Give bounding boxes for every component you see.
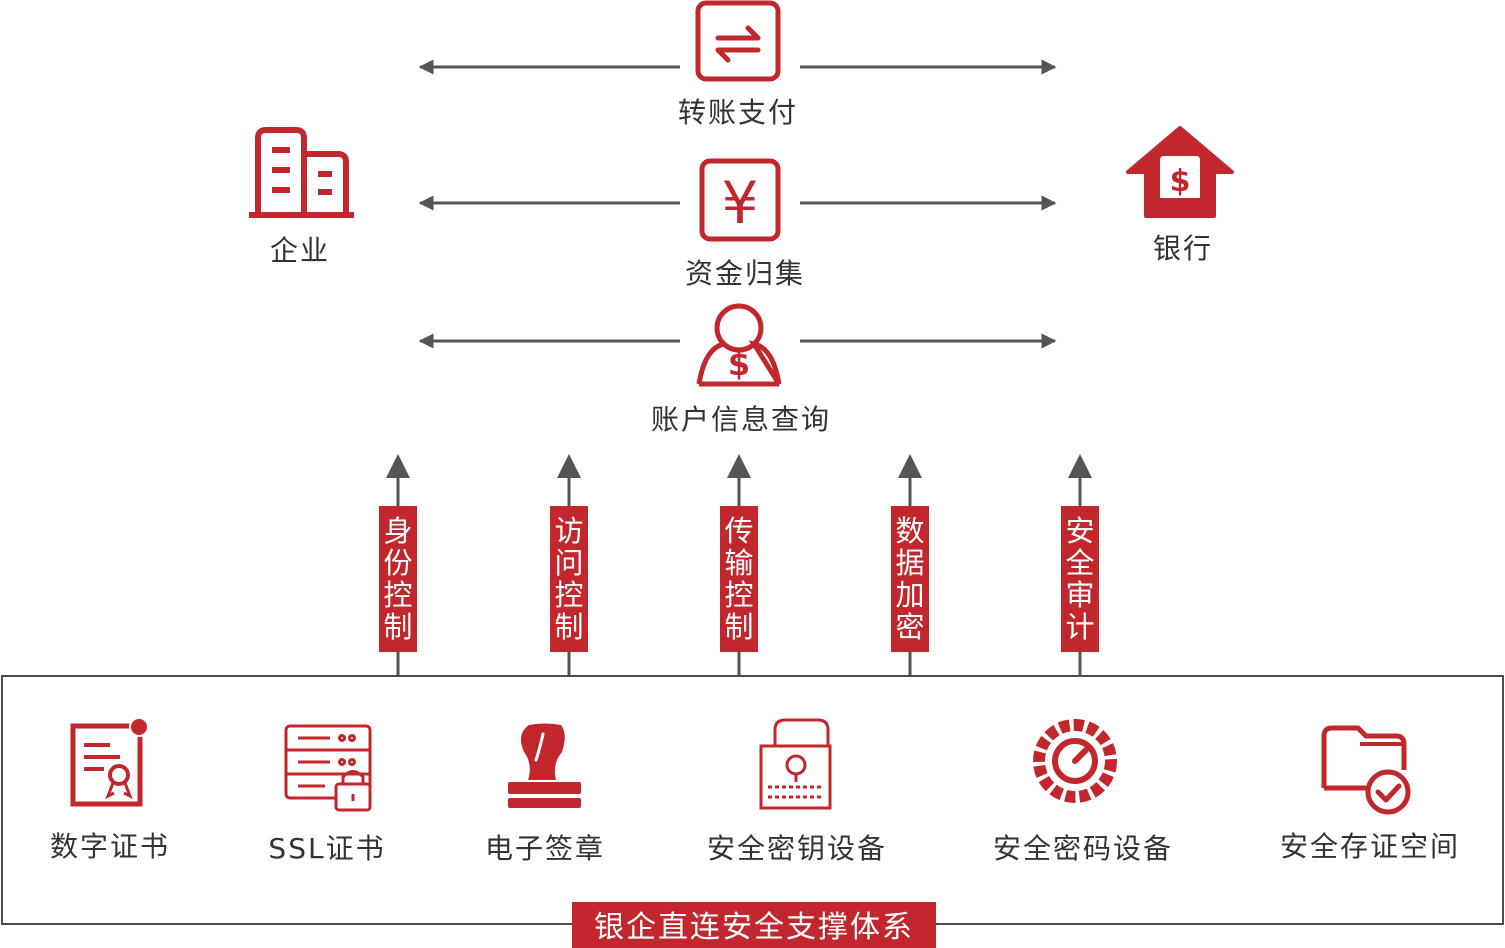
support-item-key-device: 安全密钥设备 [707,718,887,865]
support-label: 安全密码设备 [993,832,1173,865]
flow-label-pooling: 资金归集 [685,257,805,290]
control-label-char: 制 [724,610,753,644]
yuan-icon: ¥ [699,158,781,242]
bank-label: 银行 [1153,232,1213,265]
flow-account-query: $ 账户信息查询 [418,303,1057,436]
support-label: 安全存证空间 [1280,830,1460,863]
key-device-icon [759,718,832,810]
flow-transfer-payment: 转账支付 [418,0,1057,129]
support-item-password-device: 安全密码设备 [993,719,1173,865]
building-icon [249,127,354,218]
stamp-icon [508,723,581,808]
enterprise-label: 企业 [270,234,330,267]
up-arrow-icon [557,454,581,478]
up-arrow-icon [898,454,922,478]
control-label-char: 输 [724,546,753,580]
up-arrow-icon [386,454,410,478]
support-item-e-seal: 电子签章 [485,723,605,865]
support-system-box [1,675,1504,925]
folder-check-icon [1321,725,1411,815]
support-label: SSL证书 [268,832,385,865]
control-label-char: 安 [1065,514,1094,548]
enterprise-node: 企业 [249,127,354,267]
support-system-title-banner: 银企直连安全支撑体系 [572,902,936,948]
control-label-char: 控 [554,578,583,612]
control-label-char: 问 [554,546,583,580]
svg-text:¥: ¥ [722,169,759,237]
control-label-char: 数 [895,514,924,548]
control-label-char: 据 [895,546,924,580]
control-label-char: 制 [554,610,583,644]
up-arrow-icon [1068,454,1092,478]
control-label-box [891,506,929,652]
control-label-char: 传 [724,514,753,548]
control-label-box [720,506,758,652]
support-label: 数字证书 [50,830,170,863]
svg-text:$: $ [1170,164,1191,199]
support-label: 电子签章 [485,832,605,865]
control-label-char: 控 [724,578,753,612]
svg-text:$: $ [728,345,750,383]
control-label-box [550,506,588,652]
up-arrow-icon [727,454,751,478]
transfer-arrows-icon [695,0,781,82]
flow-label-transfer: 转账支付 [678,96,798,129]
control-label-char: 密 [895,610,924,644]
control-label-char: 控 [383,578,412,612]
support-system-title: 银企直连安全支撑体系 [594,910,914,945]
control-label-box [379,506,417,652]
certificate-icon [70,717,149,807]
password-dial-icon [1033,719,1117,803]
support-item-ssl-certificate: SSL证书 [268,724,385,865]
control-label-box [1061,506,1099,652]
support-label: 安全密钥设备 [707,832,887,865]
bank-node: $ 银行 [1126,126,1234,265]
user-dollar-icon: $ [696,303,782,387]
flow-label-query: 账户信息查询 [651,403,831,436]
control-label-char: 制 [383,610,412,644]
support-item-digital-certificate: 数字证书 [50,717,170,863]
bank-house-dollar-icon: $ [1126,126,1234,218]
control-label-char: 访 [554,514,583,548]
control-label-char: 份 [383,546,412,580]
control-label-char: 全 [1065,546,1094,580]
control-label-char: 身 [383,514,412,548]
control-label-char: 计 [1065,610,1094,644]
control-label-char: 加 [895,578,924,612]
ssl-server-lock-icon [284,724,372,812]
support-item-evidence-space: 安全存证空间 [1280,725,1460,863]
flow-fund-pooling: ¥ 资金归集 [418,158,1057,290]
control-label-char: 审 [1065,578,1094,612]
